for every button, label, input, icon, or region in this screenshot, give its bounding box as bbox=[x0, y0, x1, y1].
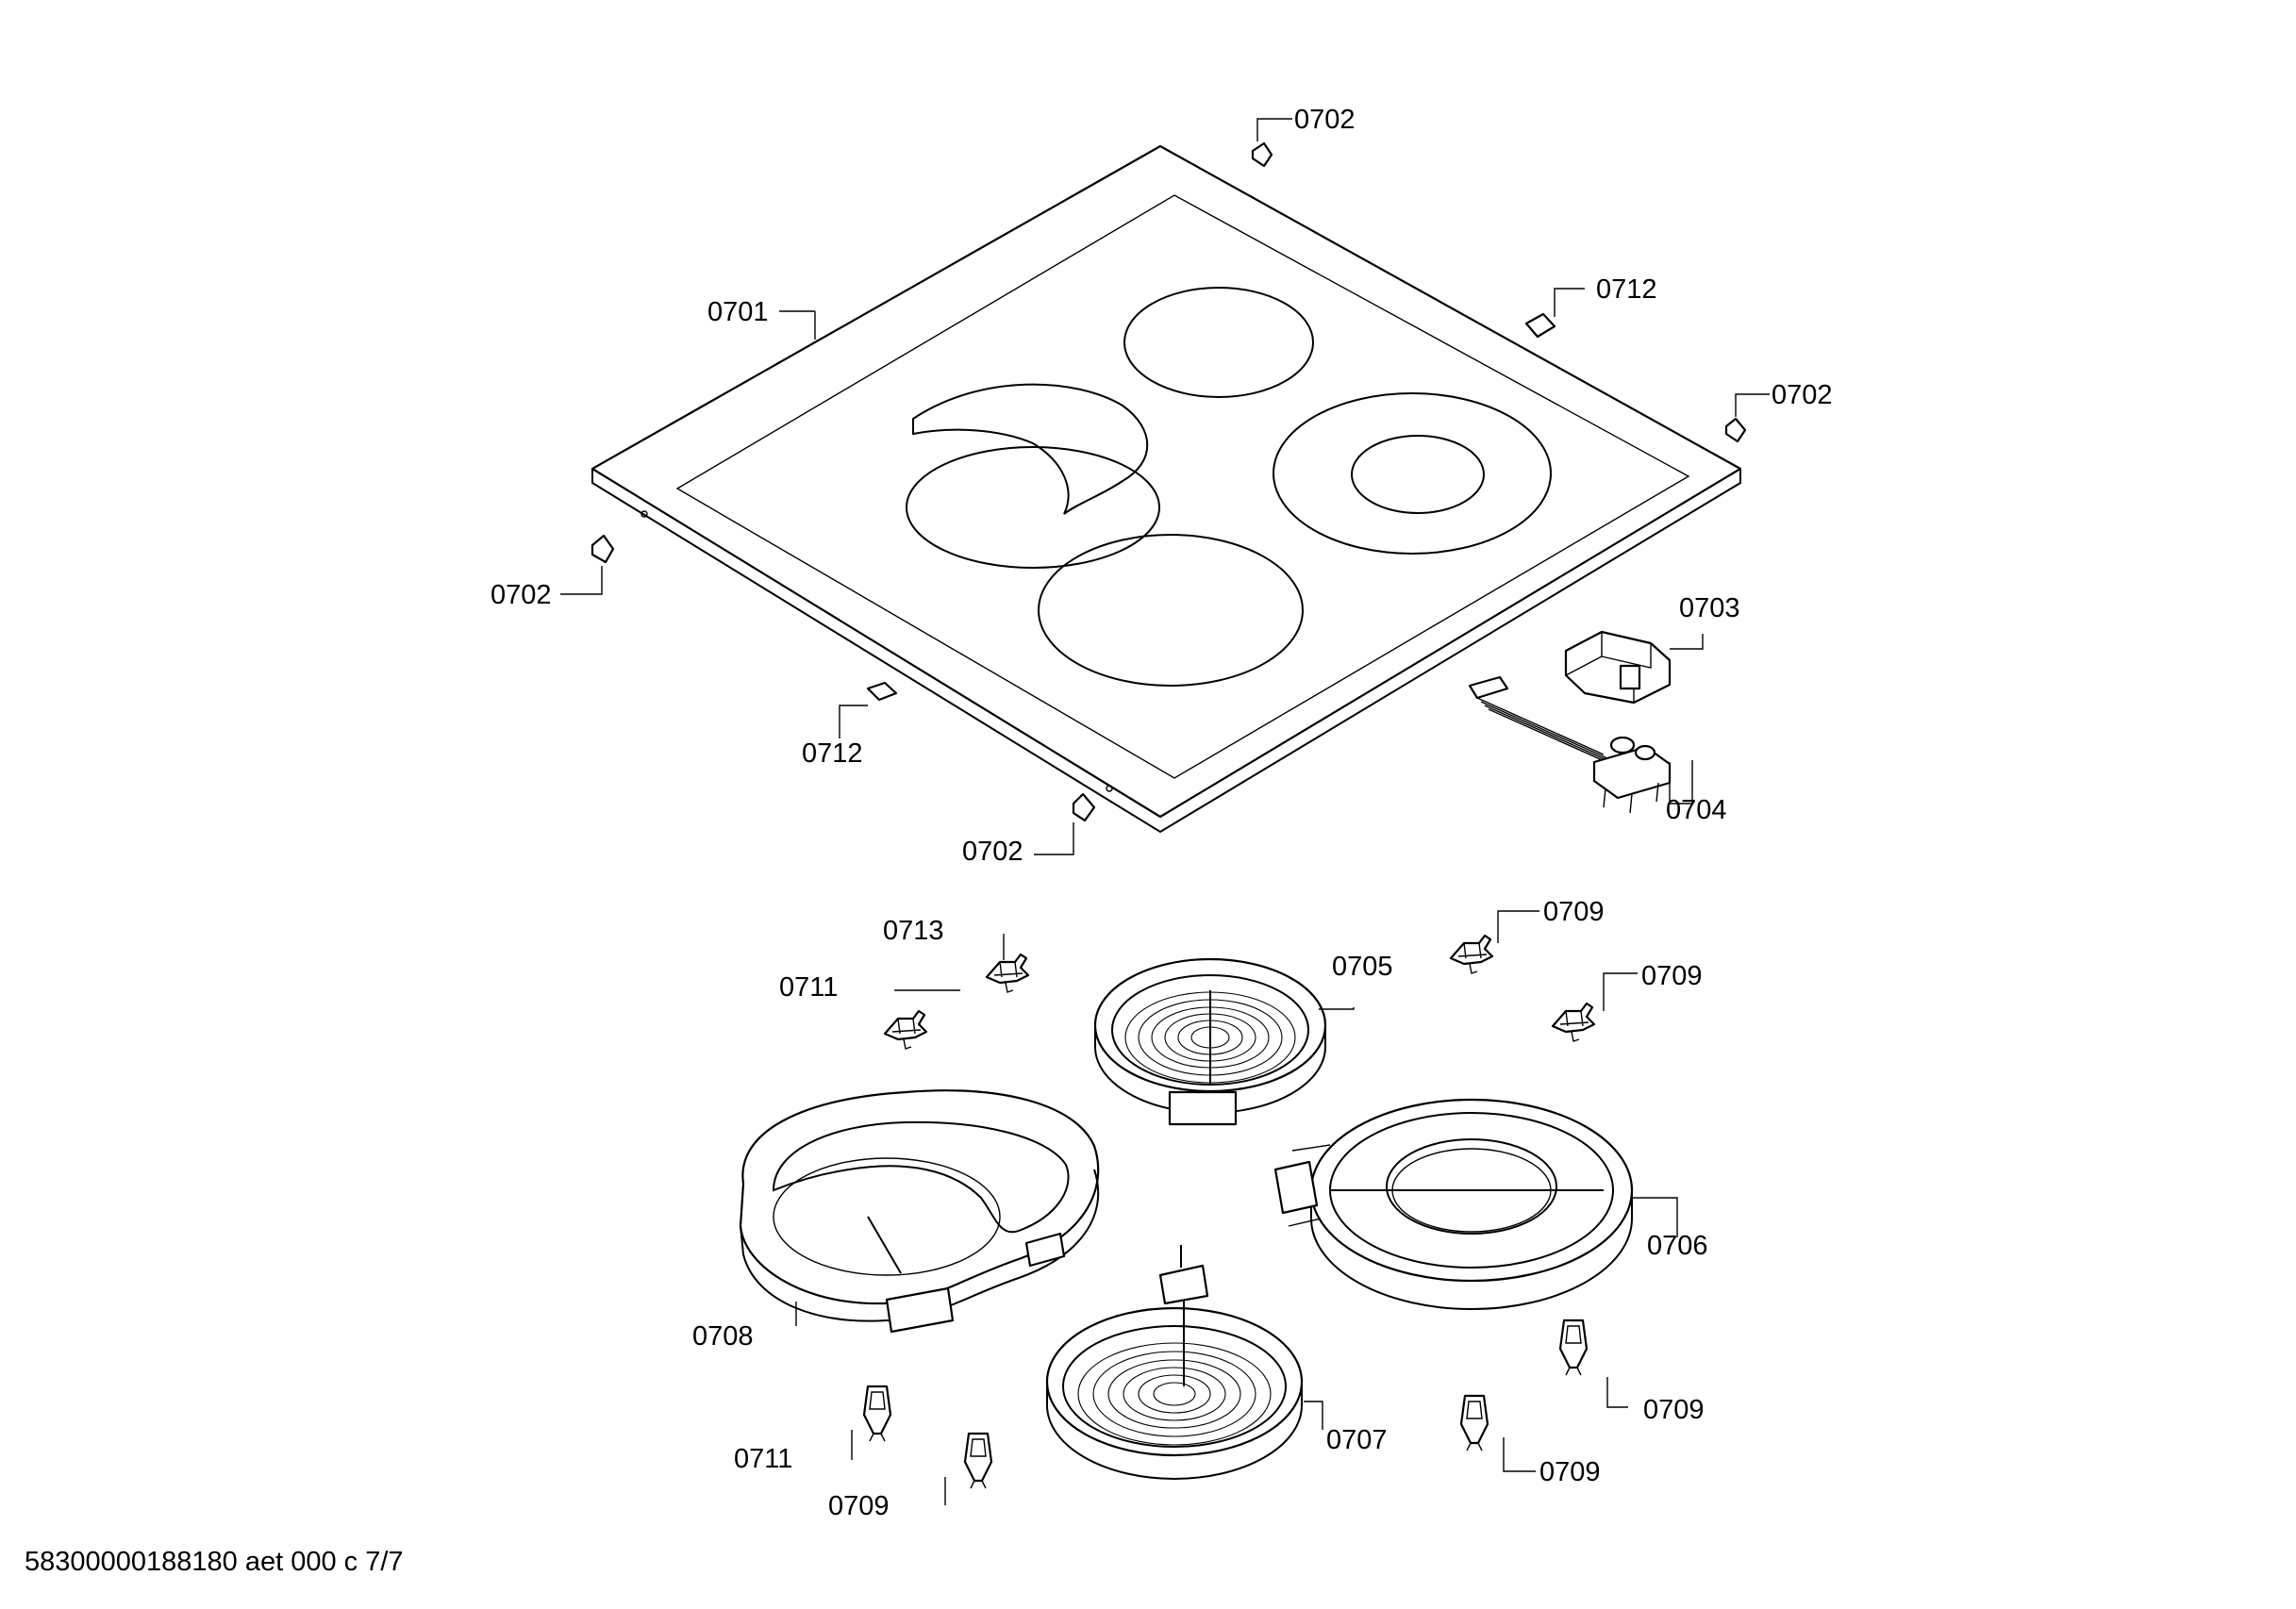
label-0702-left: 0702 bbox=[491, 580, 552, 610]
clip-0713 bbox=[985, 953, 1030, 994]
label-0701: 0701 bbox=[707, 297, 769, 327]
bracket-0709-5 bbox=[1558, 1319, 1589, 1377]
clip-0711-upper bbox=[883, 1009, 928, 1051]
radiant-heater-0705 bbox=[1093, 957, 1327, 1126]
leader-lines bbox=[560, 118, 1770, 1505]
extended-heater-0708 bbox=[739, 1089, 1100, 1334]
label-0711-upper: 0711 bbox=[779, 972, 838, 1003]
label-0713: 0713 bbox=[883, 916, 944, 946]
label-0704: 0704 bbox=[1666, 795, 1727, 825]
label-0703: 0703 bbox=[1679, 593, 1740, 623]
sensor-housing bbox=[1564, 630, 1672, 705]
document-reference: 58300000188180 aet 000 c 7/7 bbox=[25, 1547, 404, 1577]
label-0709-4: 0709 bbox=[1539, 1457, 1601, 1487]
label-0706: 0706 bbox=[1647, 1231, 1708, 1261]
part-labels: 0701 0702 0712 0702 0702 0703 0712 0704 … bbox=[491, 105, 1833, 1521]
dual-heater-0706 bbox=[1273, 1098, 1634, 1310]
label-0709-1: 0709 bbox=[1543, 897, 1605, 927]
label-0711-lower: 0711 bbox=[734, 1444, 792, 1474]
label-0712-left: 0712 bbox=[802, 738, 863, 769]
clip-0709-1 bbox=[1449, 934, 1494, 975]
label-0702-bottom: 0702 bbox=[962, 837, 1023, 867]
label-0708: 0708 bbox=[692, 1321, 754, 1352]
rubber-pad bbox=[866, 312, 1556, 702]
bracket-0711-lower bbox=[862, 1385, 892, 1443]
radiant-heater-0707 bbox=[1045, 1245, 1304, 1480]
corner-clip bbox=[591, 141, 1747, 822]
label-0702-top: 0702 bbox=[1294, 105, 1356, 135]
label-0709-5: 0709 bbox=[1643, 1395, 1705, 1425]
bracket-0709-4 bbox=[1459, 1394, 1489, 1452]
label-0709-2: 0709 bbox=[1641, 961, 1703, 991]
clip-0709-2 bbox=[1551, 1002, 1596, 1043]
hob-glass-top bbox=[591, 144, 1742, 834]
label-0712-top: 0712 bbox=[1596, 274, 1657, 305]
label-0702-right: 0702 bbox=[1772, 380, 1833, 410]
label-0707: 0707 bbox=[1326, 1425, 1388, 1455]
label-0705: 0705 bbox=[1332, 952, 1393, 982]
label-0709-3: 0709 bbox=[828, 1491, 890, 1521]
bracket-0709-3 bbox=[963, 1432, 993, 1490]
